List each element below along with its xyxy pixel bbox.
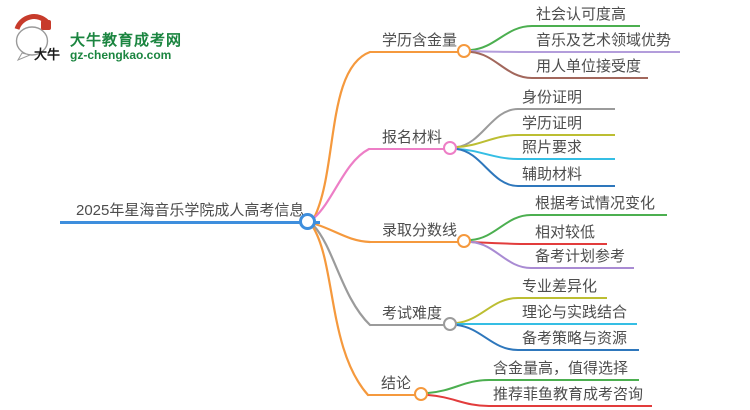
logo-bubble-icon — [14, 14, 51, 62]
edge-central-to-branch-4 — [312, 224, 372, 327]
edge-branch3-child-1 — [470, 214, 532, 241]
logo-title: 大牛教育成考网 — [70, 32, 183, 49]
edge-central-to-branch-5 — [311, 225, 370, 397]
logo-red-arc — [14, 14, 49, 30]
branch-node-circle-4[interactable] — [443, 317, 457, 331]
edge-central-to-branch-3 — [313, 222, 372, 244]
edge-branch3-child-2 — [470, 241, 532, 245]
child-topic-3-2[interactable]: 相对较低 — [531, 223, 607, 245]
edge-branch5-child-1 — [427, 379, 490, 394]
logo-bubble-text: 大牛 — [33, 47, 60, 62]
edge-central-to-branch-1 — [312, 50, 372, 220]
branch-topic-5[interactable]: 结论 — [368, 374, 427, 396]
site-logo[interactable]: 大牛 大牛教育成考网 gz-chengkao.com — [14, 12, 214, 62]
central-node-circle[interactable] — [299, 213, 316, 230]
child-topic-5-2[interactable]: 推荐菲鱼教育成考咨询 — [489, 385, 652, 407]
logo-url: gz-chengkao.com — [70, 48, 172, 62]
edge-branch1-child-2 — [470, 50, 533, 53]
edge-branch2-child-1 — [456, 108, 519, 148]
edge-branch3-child-3 — [470, 241, 532, 269]
branch-node-circle-1[interactable] — [457, 44, 471, 58]
child-topic-4-1[interactable]: 专业差异化 — [518, 277, 607, 299]
child-topic-2-2[interactable]: 学历证明 — [518, 114, 615, 136]
edge-branch2-child-3 — [456, 148, 519, 160]
edge-branch5-child-2 — [427, 394, 490, 407]
logo-bubble-tail — [16, 52, 32, 62]
logo-red-seal — [41, 20, 51, 30]
child-topic-4-2[interactable]: 理论与实践结合 — [518, 303, 637, 325]
edge-branch2-child-2 — [456, 134, 519, 148]
child-topic-1-2[interactable]: 音乐及艺术领域优势 — [532, 31, 680, 53]
central-topic[interactable]: 2025年星海音乐学院成人高考信息 — [60, 200, 320, 224]
child-topic-2-4[interactable]: 辅助材料 — [518, 165, 615, 187]
branch-node-circle-2[interactable] — [443, 141, 457, 155]
branch-topic-1[interactable]: 学历含金量 — [370, 31, 470, 53]
child-topic-5-1[interactable]: 含金量高，值得选择 — [489, 359, 639, 381]
child-topic-3-3[interactable]: 备考计划参考 — [531, 247, 634, 269]
child-topic-2-3[interactable]: 照片要求 — [518, 138, 615, 160]
child-topic-3-1[interactable]: 根据考试情况变化 — [531, 194, 667, 216]
logo-speech-bubble — [15, 26, 49, 56]
branch-node-circle-5[interactable] — [414, 387, 428, 401]
edge-branch2-child-4 — [456, 148, 519, 187]
child-topic-1-1[interactable]: 社会认可度高 — [532, 5, 640, 27]
branch-topic-2[interactable]: 报名材料 — [369, 128, 456, 150]
child-topic-2-1[interactable]: 身份证明 — [518, 88, 615, 110]
edge-branch4-child-1 — [456, 297, 519, 324]
edge-branch4-child-3 — [456, 324, 519, 351]
branch-topic-4[interactable]: 考试难度 — [370, 304, 455, 326]
edge-branch1-child-1 — [470, 25, 533, 51]
branch-node-circle-3[interactable] — [457, 234, 471, 248]
branch-topic-3[interactable]: 录取分数线 — [370, 221, 470, 243]
child-topic-1-3[interactable]: 用人单位接受度 — [532, 57, 648, 79]
edge-central-to-branch-2 — [312, 147, 371, 220]
edge-branch1-child-3 — [470, 51, 533, 79]
child-topic-4-3[interactable]: 备考策略与资源 — [518, 329, 639, 351]
